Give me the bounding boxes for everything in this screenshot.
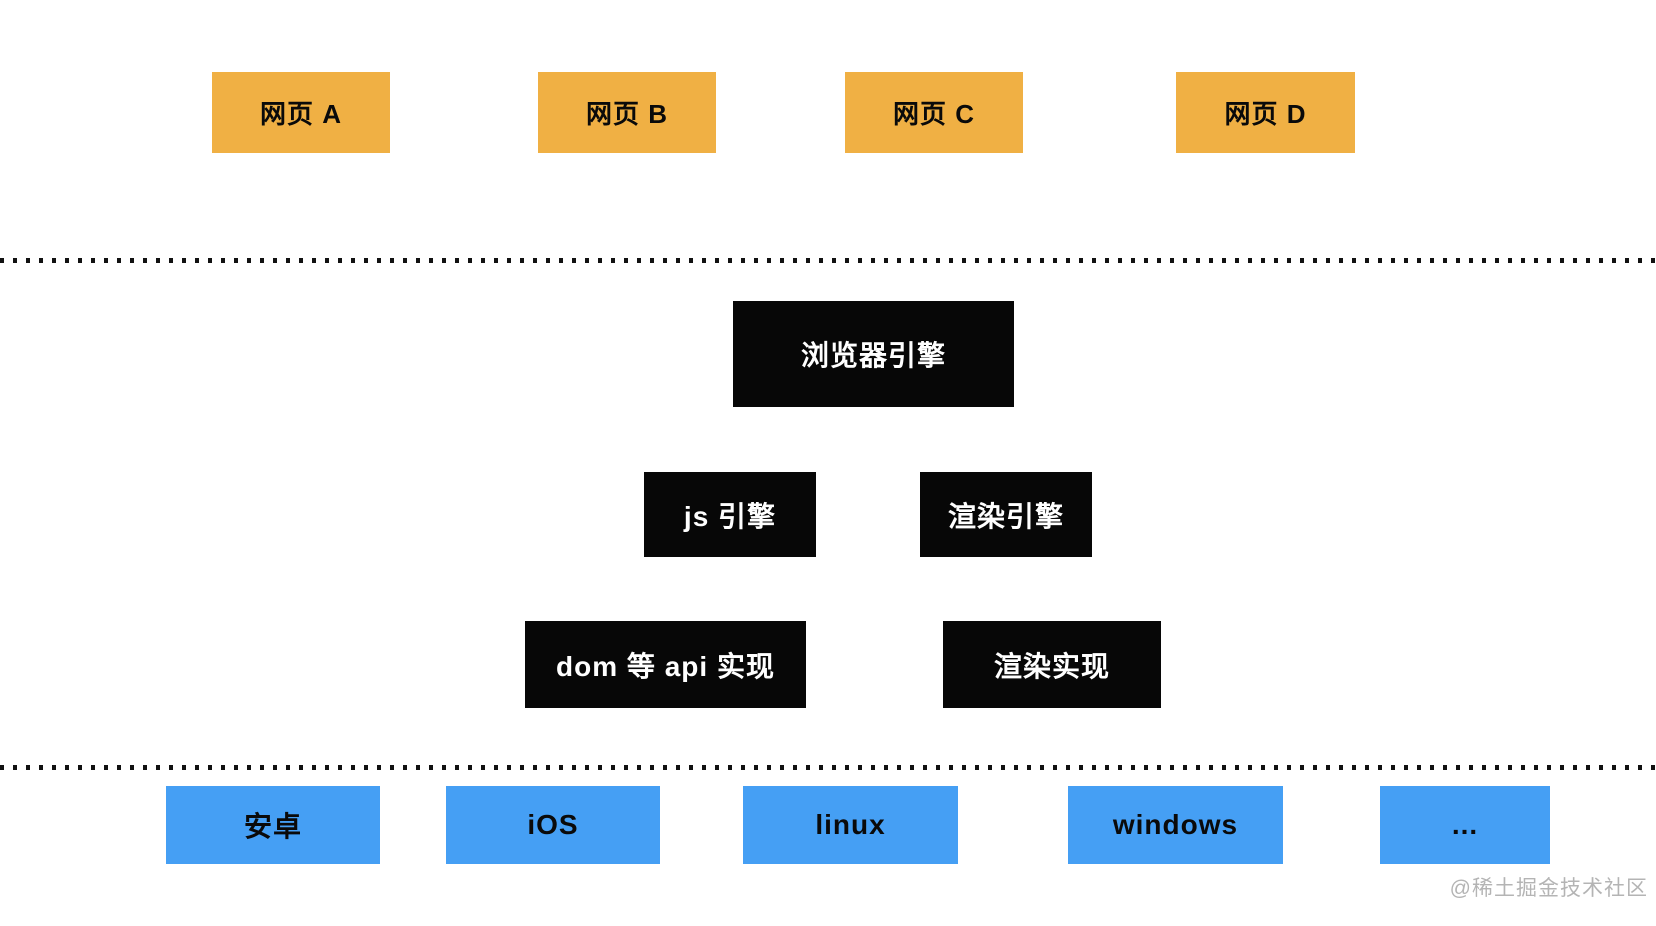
webpage-c-box: 网页 C — [845, 72, 1023, 153]
lower-dotted-divider — [0, 765, 1656, 770]
platform-linux-box: linux — [743, 786, 958, 864]
render-impl-label: 渲染实现 — [993, 650, 1110, 682]
platform-others-box: ... — [1380, 786, 1550, 864]
platform-others-label: ... — [1451, 809, 1479, 840]
platform-android-label: 安卓 — [243, 811, 302, 842]
webpage-b-label: 网页 B — [585, 99, 668, 129]
platform-windows-box: windows — [1068, 786, 1283, 864]
webpage-c-label: 网页 C — [892, 99, 975, 129]
webpage-b-box: 网页 B — [538, 72, 716, 153]
render-engine-label: 渲染引擎 — [947, 500, 1064, 532]
js-engine-label: js 引擎 — [683, 500, 777, 532]
platform-linux-label: linux — [815, 809, 886, 840]
dom-api-impl-box: dom 等 api 实现 — [525, 621, 806, 708]
platform-android-box: 安卓 — [166, 786, 380, 864]
upper-dotted-divider — [0, 258, 1656, 263]
webpage-d-box: 网页 D — [1176, 72, 1355, 153]
browser-engine-box: 浏览器引擎 — [733, 301, 1014, 407]
js-engine-box: js 引擎 — [644, 472, 816, 557]
render-impl-box: 渲染实现 — [943, 621, 1161, 708]
platform-windows-label: windows — [1112, 809, 1239, 840]
webpage-a-box: 网页 A — [212, 72, 390, 153]
browser-engine-label: 浏览器引擎 — [800, 340, 946, 371]
webpage-a-label: 网页 A — [259, 99, 342, 129]
render-engine-box: 渲染引擎 — [920, 472, 1092, 557]
webpage-d-label: 网页 D — [1224, 99, 1307, 129]
platform-ios-box: iOS — [446, 786, 660, 864]
platform-ios-label: iOS — [527, 809, 579, 840]
dom-api-impl-label: dom 等 api 实现 — [556, 650, 775, 682]
juejin-watermark: @稀土掘金技术社区 — [1449, 877, 1648, 900]
